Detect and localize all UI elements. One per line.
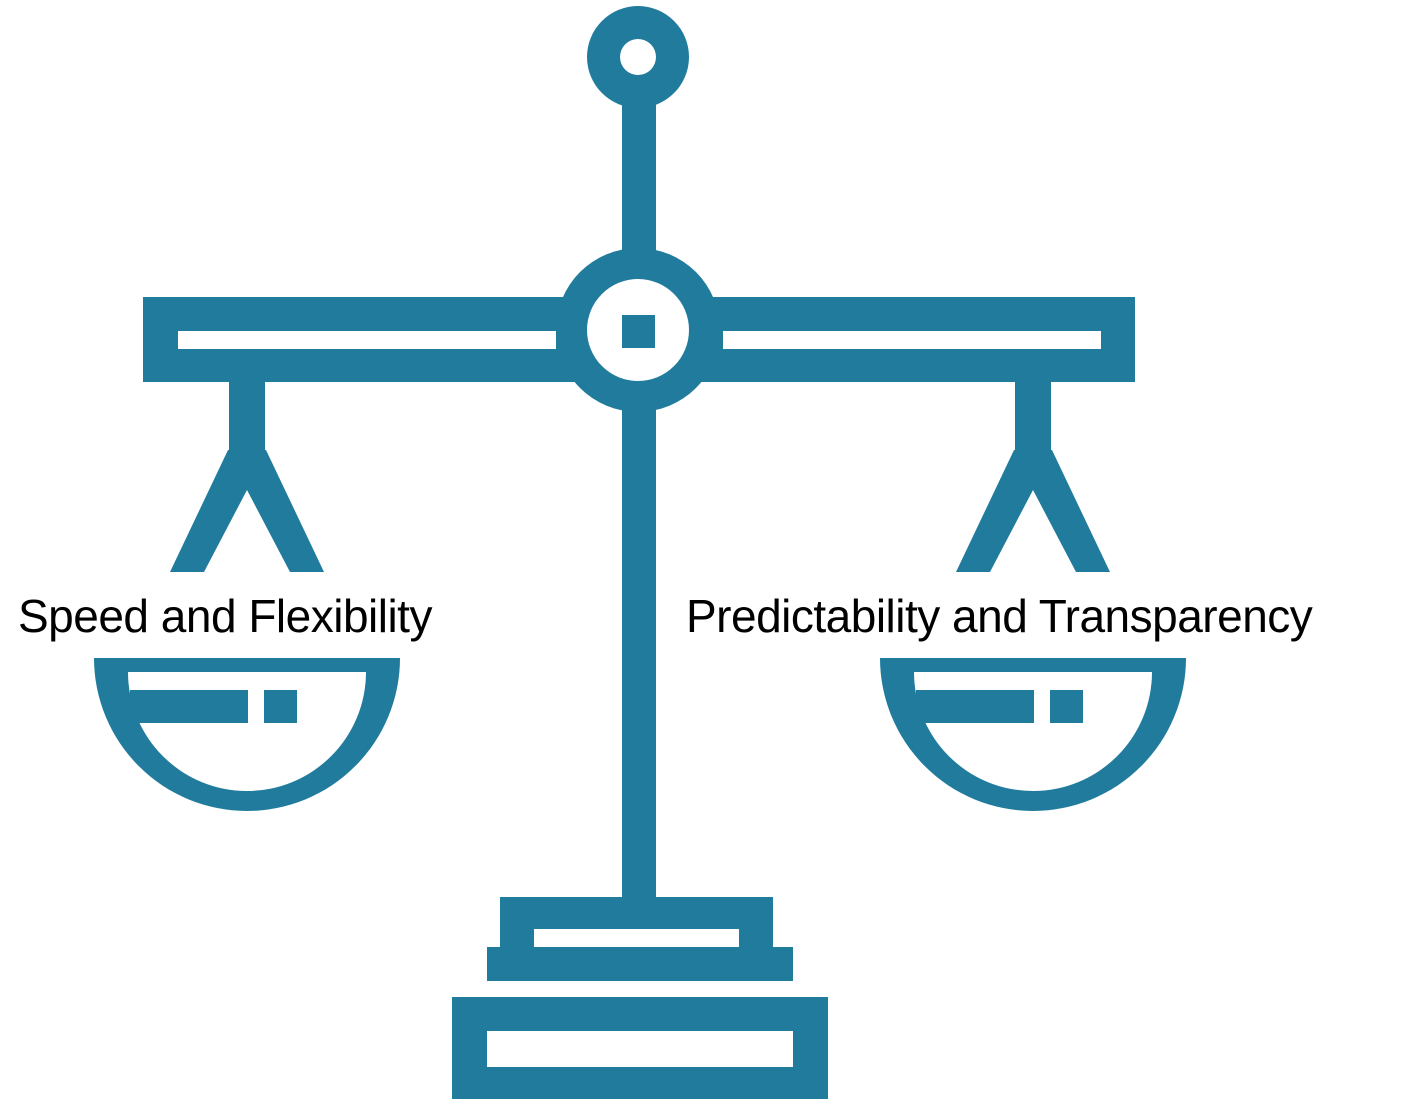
base-upper-ledge <box>487 947 793 981</box>
main-column <box>622 405 656 900</box>
left-pan-bar <box>130 690 248 723</box>
left-pan-square <box>264 690 297 723</box>
beam-left-slot <box>178 331 556 349</box>
left-pan-label: Speed and Flexibility <box>18 590 432 642</box>
pivot-square <box>622 315 655 348</box>
beam-right-slot <box>723 331 1101 349</box>
right-hanger-stem <box>1015 380 1051 455</box>
left-hanger-stem <box>229 380 265 455</box>
right-pan-label: Predictability and Transparency <box>686 590 1313 642</box>
left-hanger-arms <box>170 450 324 572</box>
top-finial-hole <box>620 39 656 75</box>
base-lower-slot <box>487 1031 793 1067</box>
right-pan-square <box>1050 690 1083 723</box>
scale-frame <box>94 6 1186 1099</box>
right-hanger-arms <box>956 450 1110 572</box>
right-pan-bar <box>916 690 1034 723</box>
base-upper-slot <box>534 929 739 947</box>
upper-stem <box>622 100 656 255</box>
